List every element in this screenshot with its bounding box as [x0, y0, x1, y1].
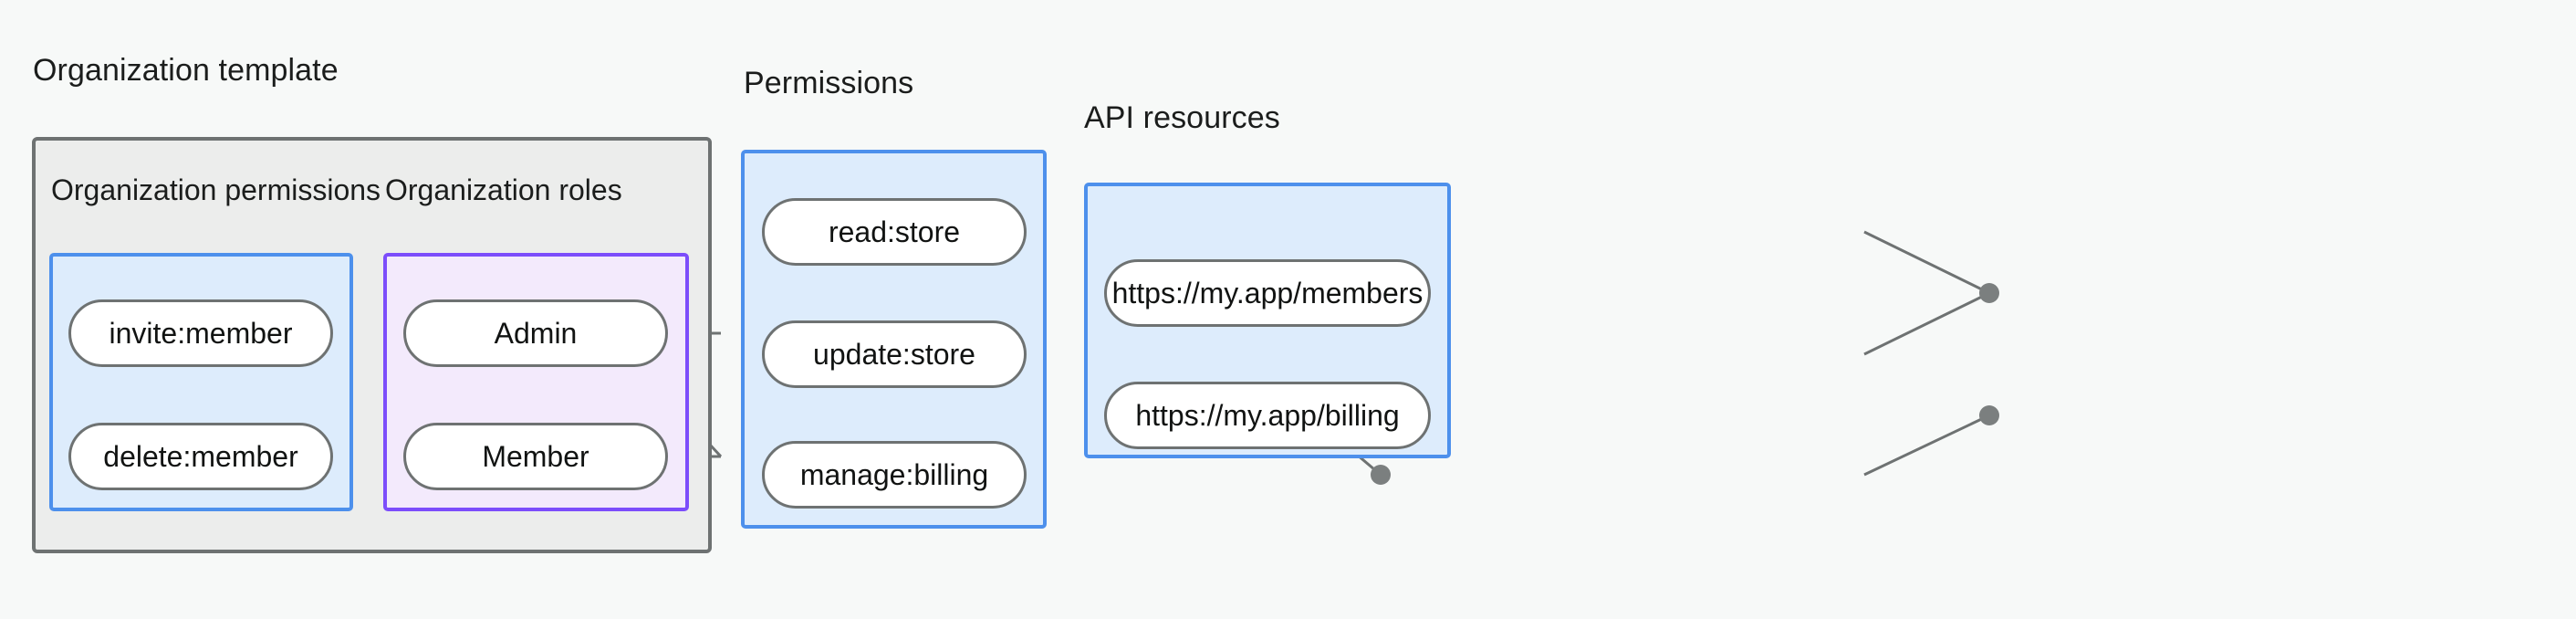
node-read-store-label: read:store	[828, 215, 961, 248]
node-billing-resource[interactable]: https://my.app/billing	[1104, 382, 1431, 449]
node-read-store[interactable]: read:store	[762, 198, 1027, 266]
edge-update-store-to-members-resource	[1863, 291, 1990, 356]
node-invite-member-label: invite:member	[109, 316, 293, 350]
node-manage-billing-label: manage:billing	[799, 457, 989, 491]
node-billing-resource-label: https://my.app/billing	[1135, 398, 1400, 432]
port-dot-manage-billing	[1371, 465, 1391, 485]
node-delete-member-label: delete:member	[103, 439, 298, 473]
node-admin-label: Admin	[494, 316, 578, 350]
node-manage-billing[interactable]: manage:billing	[762, 441, 1027, 509]
node-members-resource[interactable]: https://my.app/members	[1104, 259, 1431, 327]
port-dot-billing-resource	[1979, 405, 1999, 425]
title-api-resources: API resources	[1084, 100, 1280, 135]
node-members-resource-label: https://my.app/members	[1111, 276, 1424, 310]
node-update-store-label: update:store	[813, 337, 975, 371]
node-delete-member[interactable]: delete:member	[68, 423, 333, 490]
edge-read-store-to-members-resource	[1863, 230, 1990, 295]
edge-manage-billing-to-billing-resource	[1863, 414, 1990, 477]
node-member-label: Member	[482, 439, 589, 473]
title-organization-template: Organization template	[33, 53, 339, 88]
title-permissions: Permissions	[744, 66, 914, 100]
port-dot-members-resource	[1979, 283, 1999, 303]
subtitle-organization-roles: Organization roles	[385, 173, 622, 206]
node-admin[interactable]: Admin	[403, 299, 668, 367]
subtitle-organization-permissions: Organization permissions	[51, 173, 381, 206]
node-update-store[interactable]: update:store	[762, 320, 1027, 388]
node-invite-member[interactable]: invite:member	[68, 299, 333, 367]
node-member[interactable]: Member	[403, 423, 668, 490]
